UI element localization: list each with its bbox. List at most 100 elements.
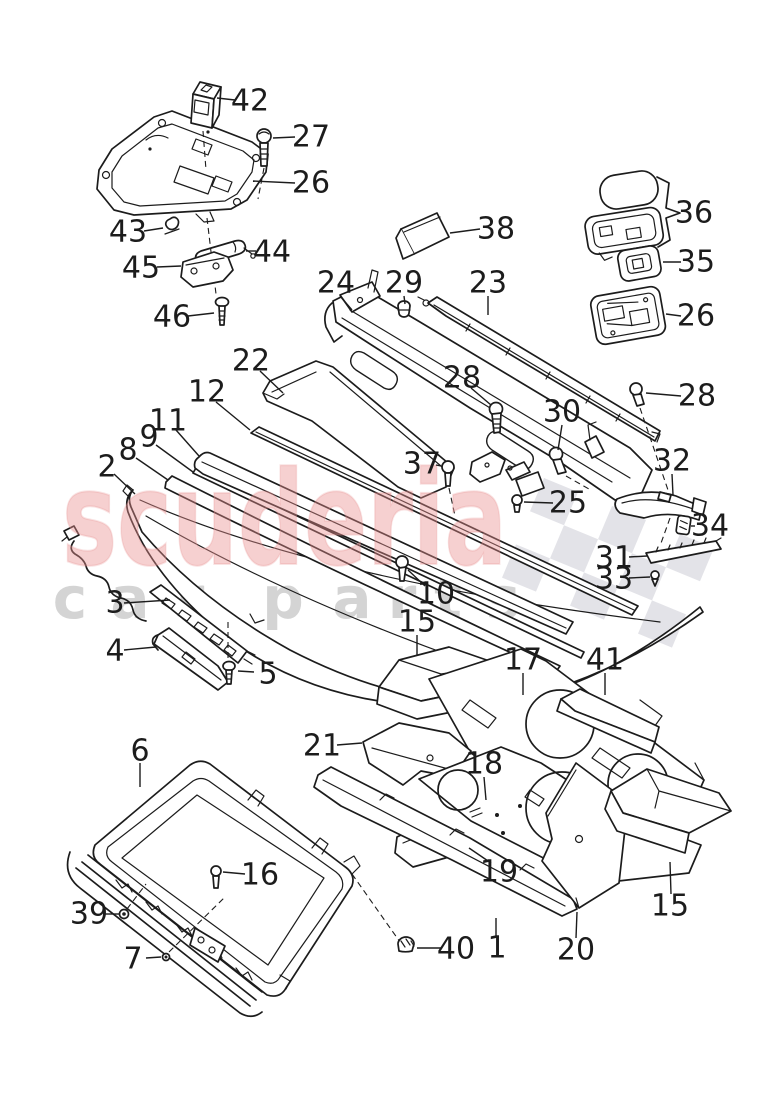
part-label-44: 44 bbox=[253, 235, 291, 270]
leader-line-46 bbox=[187, 312, 215, 317]
part-bracket-42 bbox=[190, 81, 222, 171]
part-label-26: 26 bbox=[292, 166, 330, 201]
screw-33 bbox=[650, 570, 660, 587]
part-label-42: 42 bbox=[231, 84, 269, 119]
leader-line-3 bbox=[123, 599, 171, 604]
part-label-28: 28 bbox=[443, 361, 481, 396]
leader-line-22 bbox=[259, 370, 284, 394]
part-label-43: 43 bbox=[109, 215, 147, 250]
part-label-1: 1 bbox=[487, 931, 506, 966]
leader-line-16 bbox=[222, 871, 246, 875]
part-label-22: 22 bbox=[232, 344, 270, 379]
part-module-26 bbox=[589, 285, 667, 346]
part-label-10: 10 bbox=[417, 577, 455, 612]
part-label-23: 23 bbox=[469, 266, 507, 301]
leader-line-21 bbox=[336, 742, 363, 746]
part-foam-bar-41 bbox=[556, 688, 660, 754]
screw-5 bbox=[222, 622, 236, 685]
part-rail-31 bbox=[645, 537, 722, 564]
part-label-32: 32 bbox=[653, 444, 691, 479]
part-clip-43 bbox=[164, 216, 180, 235]
leader-line-12 bbox=[215, 401, 251, 431]
part-label-35: 35 bbox=[677, 245, 715, 280]
part-pad-35 bbox=[616, 245, 662, 282]
leader-line-32 bbox=[671, 473, 674, 496]
part-trim-strip-11 bbox=[193, 451, 574, 635]
part-clip-34 bbox=[675, 514, 692, 536]
part-label-29: 29 bbox=[385, 266, 423, 301]
part-label-24: 24 bbox=[317, 266, 355, 301]
part-sunroof-frame-6 bbox=[66, 760, 361, 1018]
part-label-37: 37 bbox=[403, 447, 441, 482]
part-frame-panel-22 bbox=[262, 360, 455, 499]
part-trim-strip-9 bbox=[192, 467, 585, 659]
watermark-letter: c bbox=[53, 564, 87, 632]
part-cover-panel-26 bbox=[96, 110, 269, 223]
part-label-15: 15 bbox=[398, 605, 436, 640]
part-label-19: 19 bbox=[480, 855, 518, 890]
part-label-18: 18 bbox=[465, 747, 503, 782]
part-label-25: 25 bbox=[549, 486, 587, 521]
leader-line-7 bbox=[145, 956, 162, 959]
part-bracket-assy-25 bbox=[469, 421, 605, 513]
part-label-21: 21 bbox=[303, 729, 341, 764]
part-label-5: 5 bbox=[258, 657, 277, 692]
leader-line-45 bbox=[156, 265, 182, 268]
part-label-20: 20 bbox=[557, 933, 595, 968]
leader-line-15 bbox=[669, 861, 672, 895]
part-label-39: 39 bbox=[70, 897, 108, 932]
screw-16 bbox=[210, 865, 222, 889]
part-label-17: 17 bbox=[504, 643, 542, 678]
part-foam-wedge-15-lower bbox=[604, 768, 732, 854]
leader-line-19 bbox=[468, 847, 492, 864]
part-label-26: 26 bbox=[677, 299, 715, 334]
leader-line-27 bbox=[272, 136, 296, 139]
part-label-16: 16 bbox=[241, 858, 279, 893]
screw-10 bbox=[395, 555, 409, 582]
leader-line-11 bbox=[175, 429, 200, 457]
part-label-6: 6 bbox=[130, 734, 149, 769]
part-label-40: 40 bbox=[437, 932, 475, 967]
leader-line-18 bbox=[483, 776, 487, 801]
leader-line-8 bbox=[135, 457, 169, 481]
screw-28-right bbox=[629, 382, 669, 491]
leader-line-5 bbox=[237, 670, 255, 673]
part-deflector-38 bbox=[395, 212, 450, 260]
part-foam-strip-1 bbox=[313, 766, 578, 917]
leader-line-43 bbox=[143, 227, 164, 232]
part-guide-rail-32 bbox=[614, 491, 707, 547]
part-bracket-45 bbox=[180, 251, 234, 288]
leader-line-20 bbox=[575, 911, 578, 939]
part-label-31: 31 bbox=[595, 541, 633, 576]
leader-line-9 bbox=[155, 444, 194, 473]
leader-line-30 bbox=[557, 424, 563, 451]
part-label-3: 3 bbox=[105, 586, 124, 621]
part-label-38: 38 bbox=[477, 212, 515, 247]
part-label-41: 41 bbox=[586, 643, 624, 678]
nut-40 bbox=[351, 873, 415, 953]
leader-line-4 bbox=[123, 646, 157, 651]
part-label-46: 46 bbox=[153, 300, 191, 335]
leader-line-38 bbox=[449, 228, 481, 234]
leader-line-26 bbox=[665, 313, 682, 317]
leader-line-24 bbox=[339, 295, 353, 311]
part-label-45: 45 bbox=[122, 251, 160, 286]
leader-line-29 bbox=[403, 295, 406, 305]
part-label-34: 34 bbox=[691, 509, 729, 544]
watermark-scuderia-text: scuderia bbox=[62, 443, 507, 595]
leader-line-10 bbox=[407, 569, 426, 587]
part-label-8: 8 bbox=[118, 433, 137, 468]
screw-37 bbox=[441, 460, 456, 517]
part-rail-24 bbox=[324, 269, 653, 501]
part-label-9: 9 bbox=[139, 420, 158, 455]
part-label-36: 36 bbox=[675, 196, 713, 231]
leader-line-31 bbox=[628, 555, 648, 558]
leader-line-28 bbox=[645, 392, 682, 397]
leader-line-25 bbox=[523, 501, 554, 504]
part-label-15: 15 bbox=[651, 889, 689, 924]
brace-36 bbox=[656, 176, 681, 248]
screw-30 bbox=[548, 446, 590, 490]
part-lens-36 bbox=[599, 170, 659, 210]
part-label-27: 27 bbox=[292, 120, 330, 155]
